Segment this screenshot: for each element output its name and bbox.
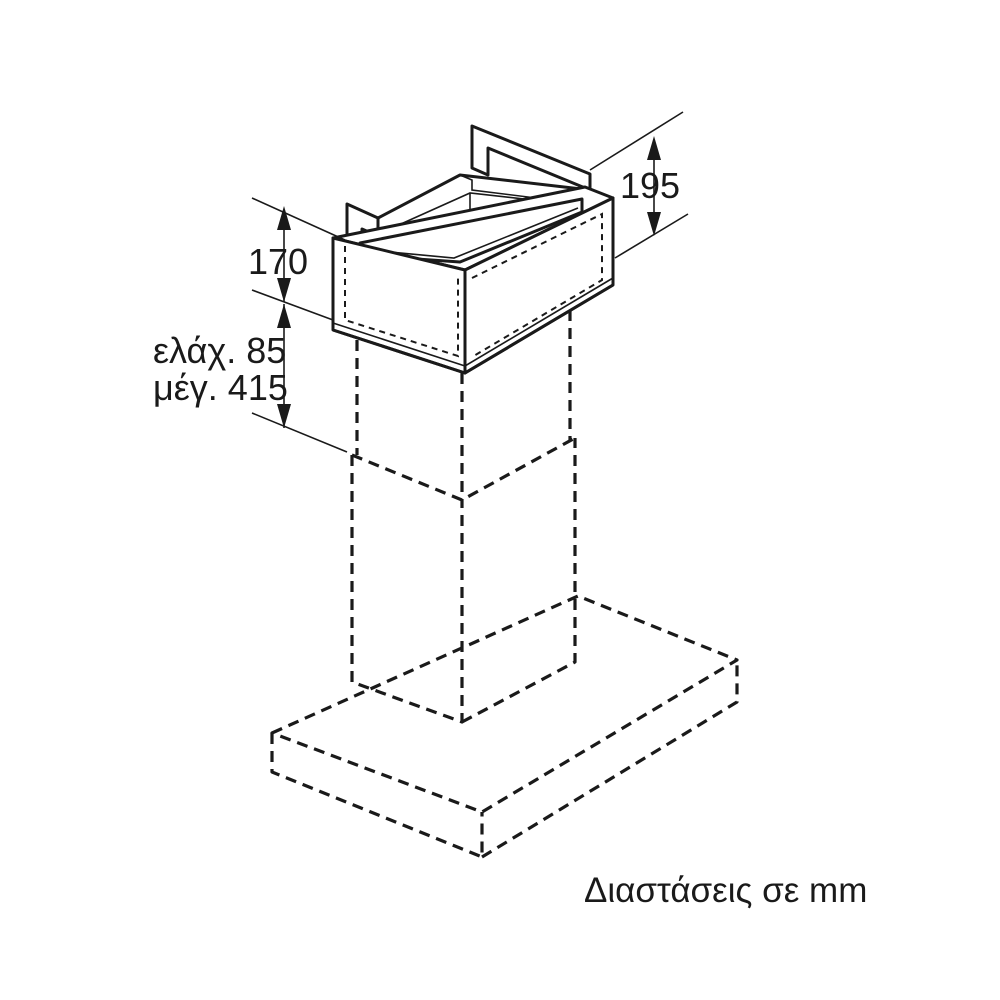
dimension-195: 195 — [589, 111, 689, 259]
dimension-max-label: μέγ. 415 — [153, 367, 288, 408]
chimney-upper-outline — [355, 310, 572, 500]
units-note: Διαστάσεις σε mm — [584, 871, 867, 910]
filter-box — [331, 124, 615, 375]
dimension-170-label: 170 — [248, 241, 308, 282]
dimension-195-label: 195 — [620, 165, 680, 206]
dimension-min-label: ελάχ. 85 — [153, 330, 286, 371]
dimension-extension: ελάχ. 85 μέγ. 415 — [153, 304, 348, 453]
hood-canopy-outline — [270, 594, 739, 859]
chimney-lower-outline — [350, 436, 577, 724]
dimension-170: 170 — [248, 197, 346, 321]
